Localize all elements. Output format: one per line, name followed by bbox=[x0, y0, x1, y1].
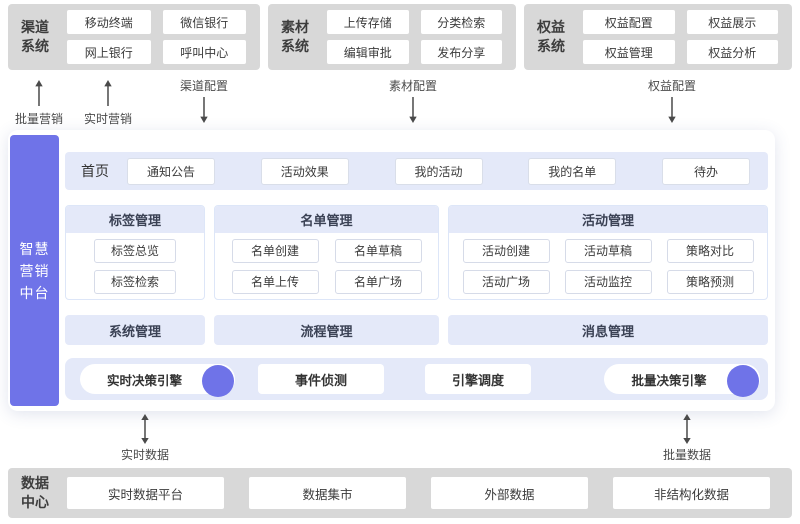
activity-manage-header: 活动管理 bbox=[449, 206, 767, 233]
channel-config-arrow: 渠道配置 bbox=[180, 77, 228, 123]
batch-decision-engine: 批量决策引擎 bbox=[604, 364, 760, 397]
down-arrow-icon bbox=[668, 97, 676, 123]
activity-manage-panel: 活动管理 活动创建 活动草稿 策略对比 活动广场 活动监控 策略预测 bbox=[448, 205, 768, 300]
rights-system-box: 权益系统 权益配置 权益展示 权益管理 权益分析 bbox=[524, 4, 792, 70]
strategy-predict-button[interactable]: 策略预测 bbox=[666, 269, 754, 294]
data-mart-chip[interactable]: 数据集市 bbox=[249, 477, 406, 509]
up-arrow-icon bbox=[35, 80, 43, 106]
down-arrow-icon bbox=[200, 97, 208, 123]
wechat-bank-chip[interactable]: 微信银行 bbox=[162, 10, 246, 34]
rights-config-chip[interactable]: 权益配置 bbox=[583, 10, 675, 34]
down-arrow-icon bbox=[409, 97, 417, 123]
up-arrow-icon bbox=[104, 80, 112, 106]
rights-system-label: 权益系统 bbox=[537, 19, 565, 54]
list-draft-button[interactable]: 名单草稿 bbox=[334, 238, 422, 263]
list-create-button[interactable]: 名单创建 bbox=[231, 238, 319, 263]
online-bank-chip[interactable]: 网上银行 bbox=[67, 40, 151, 64]
platform-box: 智慧营销中台 首页 通知公告 活动效果 我的活动 我的名单 待办 标签管理 标签… bbox=[8, 130, 775, 411]
material-system-box: 素材系统 上传存储 分类检索 编辑审批 发布分享 bbox=[268, 4, 516, 70]
system-manage-bar: 系统管理 bbox=[65, 315, 205, 345]
channel-system-label: 渠道系统 bbox=[21, 19, 49, 54]
tag-manage-panel: 标签管理 标签总览 标签检索 bbox=[65, 205, 205, 300]
engine-indicator-circle bbox=[202, 365, 234, 397]
batch-data-arrow: 批量数据 bbox=[663, 414, 711, 463]
my-list-button[interactable]: 我的名单 bbox=[528, 157, 617, 185]
notice-board-button[interactable]: 通知公告 bbox=[127, 157, 215, 185]
rights-config-arrow: 权益配置 bbox=[648, 77, 696, 123]
engine-row: 实时决策引擎 事件侦测 引擎调度 批量决策引擎 bbox=[65, 358, 768, 400]
activity-plaza-button[interactable]: 活动广场 bbox=[462, 269, 550, 294]
upload-storage-chip[interactable]: 上传存储 bbox=[327, 10, 409, 34]
tag-search-button[interactable]: 标签检索 bbox=[94, 269, 176, 294]
publish-share-chip[interactable]: 发布分享 bbox=[420, 40, 502, 64]
tag-overview-button[interactable]: 标签总览 bbox=[94, 238, 176, 263]
material-system-label: 素材系统 bbox=[281, 19, 309, 54]
data-center-box: 数据中心 实时数据平台 数据集市 外部数据 非结构化数据 bbox=[8, 468, 792, 518]
tag-manage-header: 标签管理 bbox=[66, 206, 204, 233]
material-config-arrow: 素材配置 bbox=[389, 77, 437, 123]
event-detect-box: 事件侦测 bbox=[258, 364, 384, 394]
list-manage-header: 名单管理 bbox=[215, 206, 438, 233]
external-data-chip[interactable]: 外部数据 bbox=[431, 477, 588, 509]
engine-dispatch-box: 引擎调度 bbox=[425, 364, 531, 394]
platform-title: 智慧营销中台 bbox=[10, 135, 59, 406]
list-upload-button[interactable]: 名单上传 bbox=[231, 269, 319, 294]
list-plaza-button[interactable]: 名单广场 bbox=[334, 269, 422, 294]
double-arrow-icon bbox=[683, 414, 691, 444]
list-manage-panel: 名单管理 名单创建 名单草稿 名单上传 名单广场 bbox=[214, 205, 439, 300]
channel-system-box: 渠道系统 移动终端 微信银行 网上银行 呼叫中心 bbox=[8, 4, 260, 70]
engine-indicator-circle bbox=[727, 365, 759, 397]
message-manage-bar: 消息管理 bbox=[448, 315, 768, 345]
realtime-data-platform-chip[interactable]: 实时数据平台 bbox=[67, 477, 224, 509]
home-tab[interactable]: 首页 bbox=[81, 163, 109, 179]
rights-analysis-chip[interactable]: 权益分析 bbox=[686, 40, 778, 64]
batch-marketing-arrow: 批量营销 bbox=[15, 80, 63, 127]
category-search-chip[interactable]: 分类检索 bbox=[420, 10, 502, 34]
mobile-terminal-chip[interactable]: 移动终端 bbox=[67, 10, 151, 34]
strategy-compare-button[interactable]: 策略对比 bbox=[666, 238, 754, 263]
double-arrow-icon bbox=[141, 414, 149, 444]
edit-approval-chip[interactable]: 编辑审批 bbox=[327, 40, 409, 64]
data-center-label: 数据中心 bbox=[21, 475, 49, 510]
rights-display-chip[interactable]: 权益展示 bbox=[686, 10, 778, 34]
activity-draft-button[interactable]: 活动草稿 bbox=[564, 238, 652, 263]
realtime-data-arrow: 实时数据 bbox=[121, 414, 169, 463]
realtime-marketing-arrow: 实时营销 bbox=[84, 80, 132, 127]
home-strip: 首页 通知公告 活动效果 我的活动 我的名单 待办 bbox=[65, 152, 768, 190]
manage-bars: 系统管理 流程管理 消息管理 bbox=[65, 315, 768, 345]
top-systems-row: 渠道系统 移动终端 微信银行 网上银行 呼叫中心 素材系统 上传存储 分类检索 … bbox=[8, 4, 792, 70]
realtime-decision-engine: 实时决策引擎 bbox=[80, 364, 235, 397]
rights-manage-chip[interactable]: 权益管理 bbox=[583, 40, 675, 64]
my-activity-button[interactable]: 我的活动 bbox=[394, 157, 483, 185]
todo-button[interactable]: 待办 bbox=[662, 157, 750, 185]
unstructured-data-chip[interactable]: 非结构化数据 bbox=[613, 477, 770, 509]
call-center-chip[interactable]: 呼叫中心 bbox=[162, 40, 246, 64]
module-sections: 标签管理 标签总览 标签检索 名单管理 名单创建 名单草稿 名单上传 名单广场 bbox=[65, 205, 768, 300]
activity-effect-button[interactable]: 活动效果 bbox=[260, 157, 349, 185]
activity-monitor-button[interactable]: 活动监控 bbox=[564, 269, 652, 294]
activity-create-button[interactable]: 活动创建 bbox=[462, 238, 550, 263]
process-manage-bar: 流程管理 bbox=[214, 315, 439, 345]
